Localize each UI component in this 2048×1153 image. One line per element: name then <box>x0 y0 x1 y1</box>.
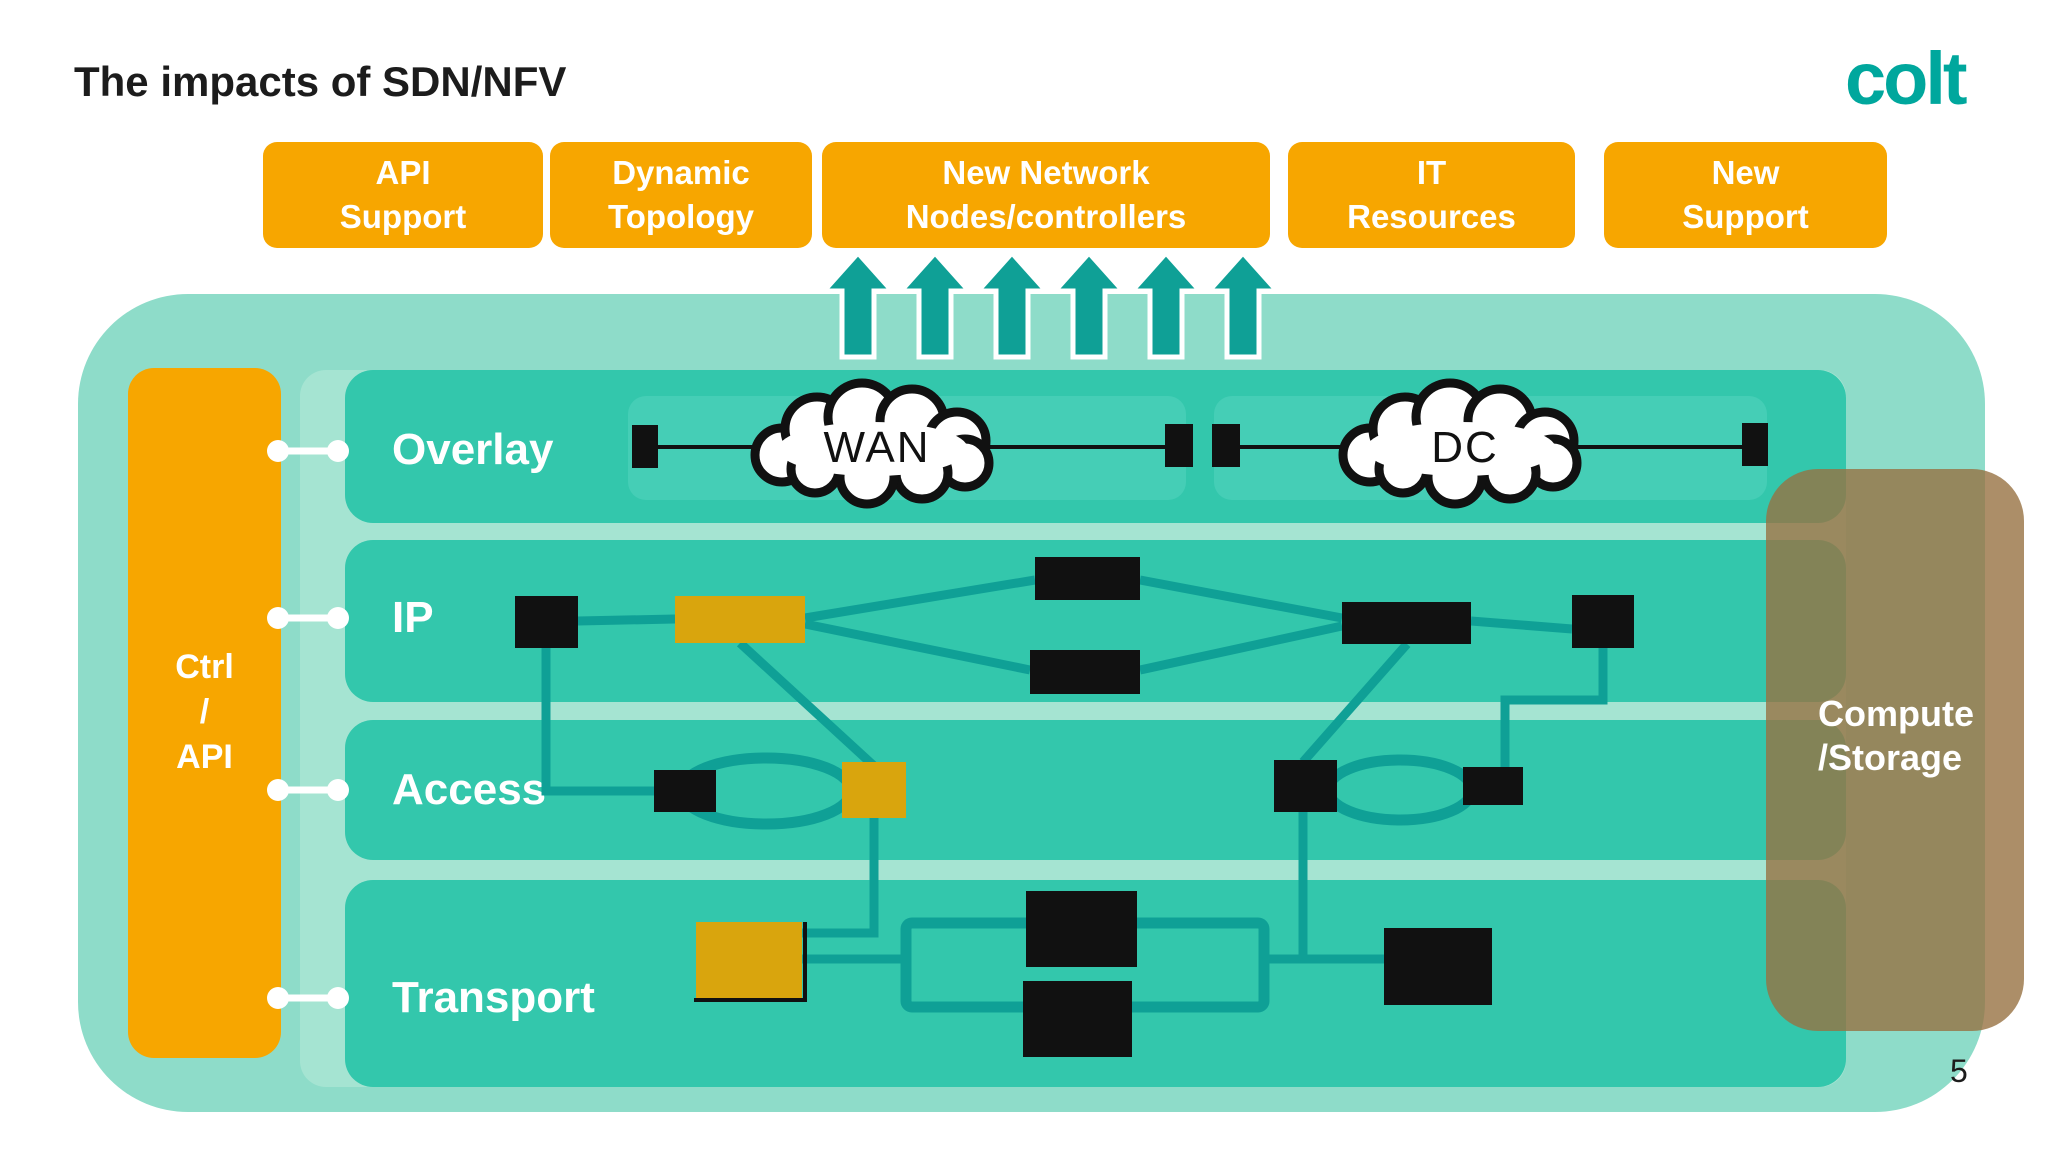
overlay-dc-panel <box>1214 396 1767 500</box>
capability-label: API Support <box>339 154 467 235</box>
capability-box-new-network-nodes: New Network Nodes/controllers <box>822 142 1270 248</box>
colt-logo: colt <box>1845 37 1968 120</box>
ctrl-api-bar <box>128 368 281 1058</box>
compute-storage-label: Compute /Storage <box>1818 693 1974 778</box>
compute-storage-box <box>1766 469 2024 1031</box>
capability-label: New Support <box>1682 154 1809 235</box>
page-title: The impacts of SDN/NFV <box>74 58 567 105</box>
ctrl-api-label: Ctrl / API <box>175 648 234 776</box>
page-number: 5 <box>1950 1053 1968 1089</box>
capability-label: Dynamic Topology <box>607 154 755 235</box>
capability-box-api-support: API Support <box>263 142 543 248</box>
overlay-wan-panel <box>628 396 1186 500</box>
capability-label: IT Resources <box>1347 154 1516 235</box>
capability-box-it-resources: IT Resources <box>1288 142 1575 248</box>
layer-label-access: Access <box>392 765 547 814</box>
capability-box-dynamic-topology: Dynamic Topology <box>550 142 812 248</box>
capability-box-new-support: New Support <box>1604 142 1887 248</box>
layer-label-transport: Transport <box>392 973 595 1022</box>
layer-ip <box>345 540 1846 702</box>
capability-label: New Network Nodes/controllers <box>905 154 1187 235</box>
layer-label-overlay: Overlay <box>392 425 554 474</box>
layer-access <box>345 720 1846 860</box>
layer-label-ip: IP <box>392 593 434 642</box>
